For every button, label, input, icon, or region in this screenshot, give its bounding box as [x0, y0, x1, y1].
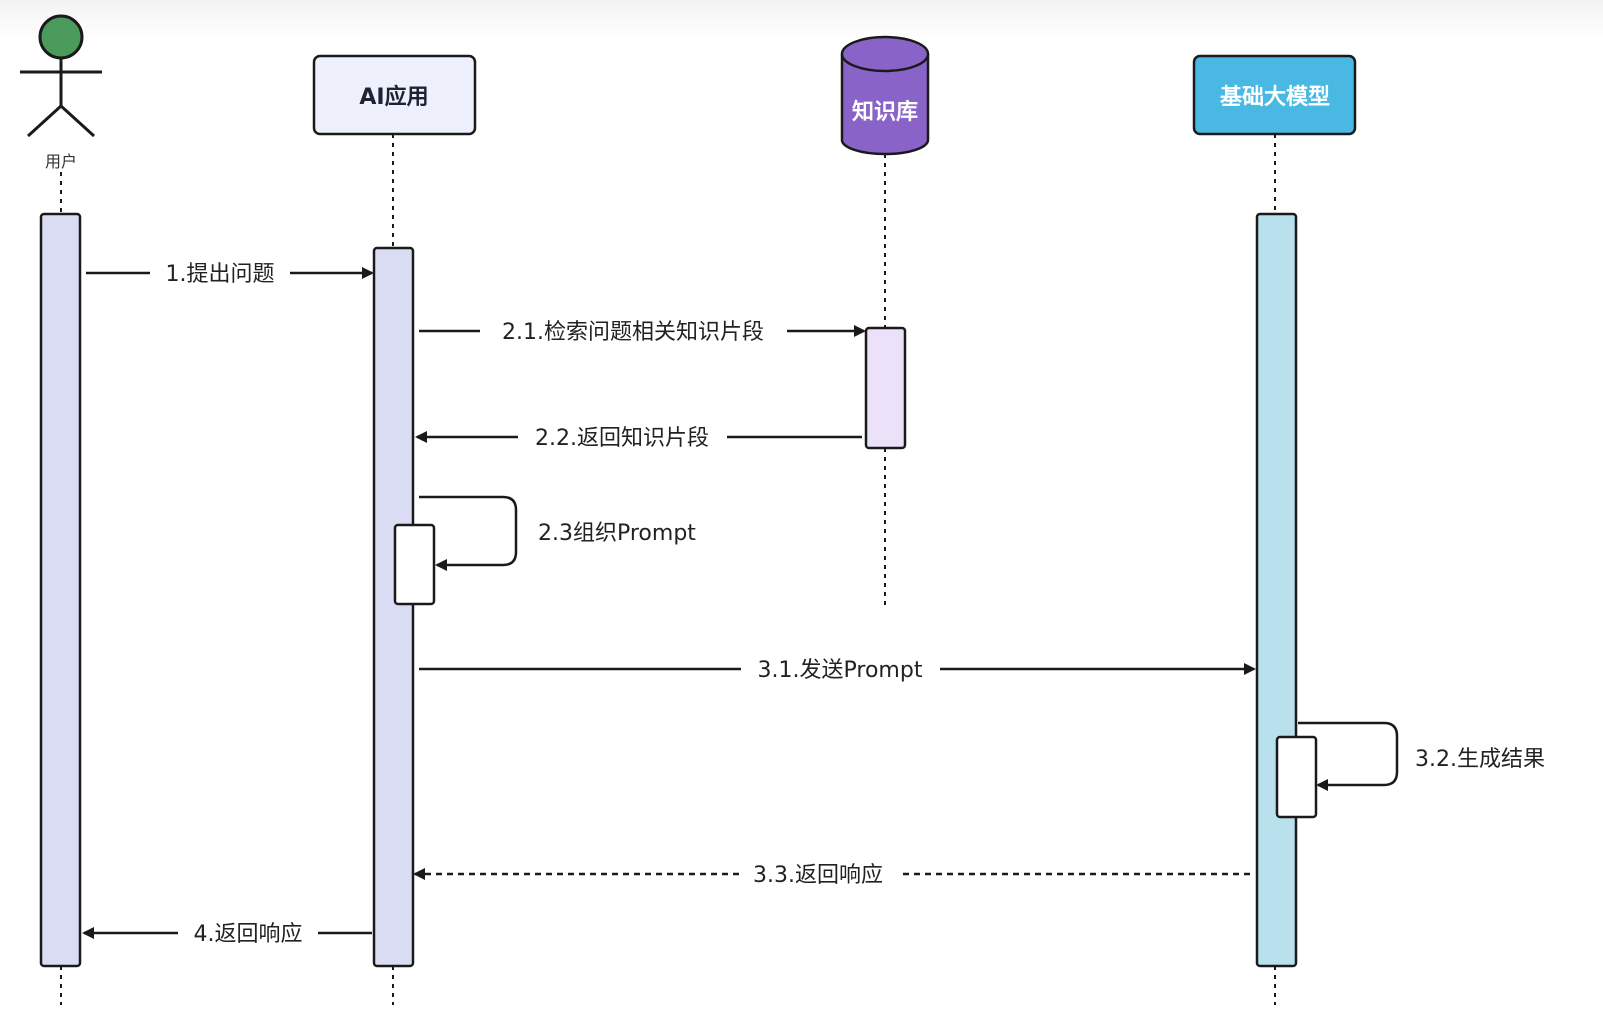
message-3-3-label: 3.3.返回响应: [753, 863, 883, 888]
message-2-3-label: 2.3组织Prompt: [538, 521, 696, 546]
message-2-3-loop: [419, 495, 518, 571]
message-3-2-loop: [1298, 721, 1399, 791]
messages: [82, 267, 1399, 939]
participant-app-label: AI应用: [359, 84, 428, 110]
participant-llm-label: 基础大模型: [1220, 85, 1330, 110]
participant-kb-label: 知识库: [852, 99, 918, 125]
actor-leg-left: [26, 104, 63, 138]
message-3-2-label: 3.2.生成结果: [1415, 747, 1545, 772]
message-4-label: 4.返回响应: [194, 922, 303, 947]
database-body: [840, 54, 930, 156]
database-top: [840, 35, 930, 73]
participant-app: AI应用: [312, 54, 477, 136]
participant-llm-box: [1192, 54, 1357, 136]
activation-kb: [864, 326, 907, 450]
message-2-1-label: 2.1.检索问题相关知识片段: [502, 320, 764, 345]
actor-head: [38, 14, 84, 60]
message-2-2-label: 2.2.返回知识片段: [535, 426, 709, 451]
activation-user: [39, 212, 82, 968]
message-labels: 1.提出问题 2.1.检索问题相关知识片段 2.2.返回知识片段 2.3组织Pr…: [166, 262, 1545, 947]
actor-label: 用户: [45, 152, 77, 171]
activation-app-nested: [393, 523, 436, 606]
activation-app: [372, 246, 415, 968]
activation-llm-nested: [1275, 735, 1318, 819]
activation-llm: [1255, 212, 1298, 968]
message-1-label: 1.提出问题: [166, 262, 275, 287]
actor-user: 用户: [20, 14, 102, 171]
activations: [39, 212, 1318, 968]
participant-app-box: [312, 54, 477, 136]
participant-llm: 基础大模型: [1192, 54, 1357, 136]
lifelines: [60, 134, 1276, 1005]
message-3-1-label: 3.1.发送Prompt: [758, 658, 923, 683]
participant-kb: 知识库: [840, 35, 930, 156]
actor-leg-right: [59, 104, 96, 138]
